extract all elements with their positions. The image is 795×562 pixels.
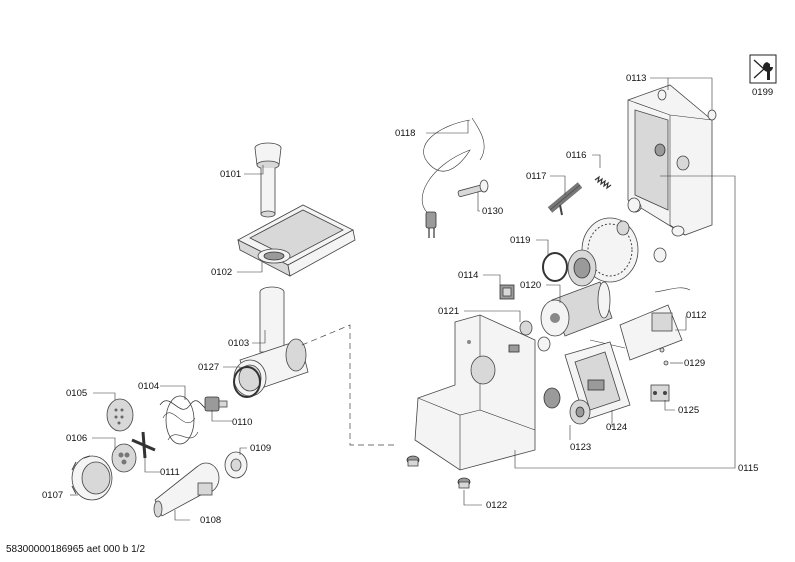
label-0125: 0125 [678,405,699,416]
label-0118: 0118 [395,128,415,139]
part-0118-power-cord [421,117,485,238]
part-0101-food-pusher [254,142,282,218]
part-0102-feed-tray [237,204,356,277]
label-0111: 0111 [160,467,180,478]
label-0107: 0107 [42,490,63,501]
leader-lines [70,77,736,521]
label-0120: 0120 [520,280,541,291]
document-footer: 58300000186965 aet 000 b 1/2 [6,544,145,555]
label-0121: 0121 [438,306,459,317]
label-0116: 0116 [566,150,586,161]
part-0129-screws [659,347,669,366]
part-0109-spacer-disc [224,451,248,479]
part-0114-switch [499,284,515,300]
part-0130-screw [457,179,489,197]
label-0102: 0102 [211,267,232,278]
part-0113-rear-cover [627,84,717,237]
label-0106: 0106 [66,433,87,444]
part-0108-sausage-horn [153,462,220,518]
label-0109: 0109 [250,443,271,454]
label-0115: 0115 [738,463,758,474]
label-0108: 0108 [200,515,221,526]
label-0114: 0114 [458,270,478,281]
part-0104-feed-screw [159,395,213,445]
label-0123: 0123 [570,442,591,453]
label-0129: 0129 [684,358,705,369]
part-0106-coarse-disc [111,443,137,473]
label-0112: 0112 [686,310,706,321]
label-0113: 0113 [626,73,646,84]
part-0122-rubber-feet [406,455,471,489]
part-0119-gear-assembly [542,197,667,287]
part-0117-switch-pin [547,182,583,216]
part-0123-drive-gears [543,387,591,425]
part-0105-fine-disc [106,398,134,432]
label-0104: 0104 [138,381,159,392]
label-0130: 0130 [482,206,503,217]
label-0119: 0119 [510,235,530,246]
label-0199: 0199 [752,87,773,98]
part-0110-coupling [204,396,228,412]
service-manual-wrench-icon [749,54,777,84]
label-0127: 0127 [198,362,219,373]
label-0122: 0122 [486,500,507,511]
part-0115-base-housing [414,314,536,471]
label-0110: 0110 [232,417,252,428]
part-0111-knife [131,431,156,459]
part-0121-bearing [519,320,551,352]
label-0117: 0117 [526,171,546,182]
part-0127-seal-ring [233,366,261,398]
part-0120-motor [540,281,613,337]
label-0103: 0103 [228,338,249,349]
part-0116-spring [594,175,612,190]
label-0105: 0105 [66,388,87,399]
part-0107-ring-nut [71,455,113,501]
part-0125-terminal-block [650,384,670,402]
label-0101: 0101 [220,169,241,180]
label-0124: 0124 [606,422,627,433]
